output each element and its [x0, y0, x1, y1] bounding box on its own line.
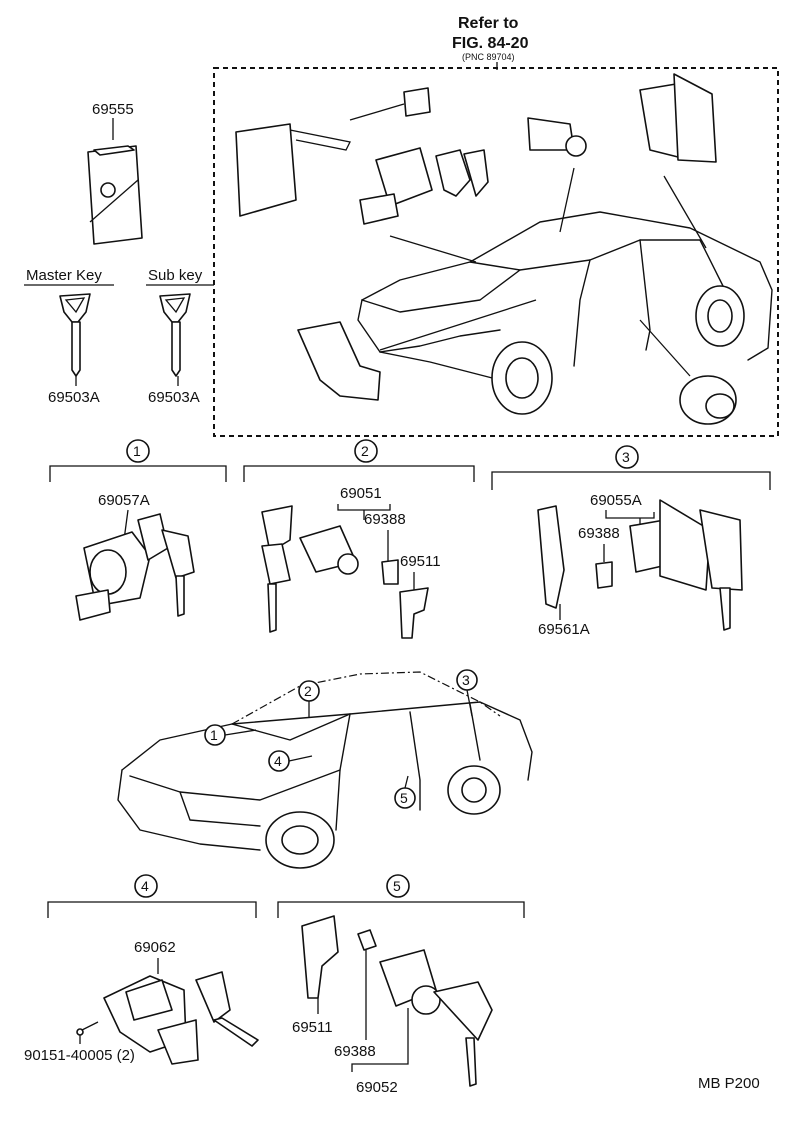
group-2-number: 2	[361, 443, 369, 459]
label-90151-40005: 90151-40005 (2)	[24, 1047, 135, 1064]
group-5-number: 5	[393, 878, 401, 894]
car-callout-5: 5	[400, 790, 408, 806]
screw-90151-40005	[76, 1021, 99, 1044]
master-key-part-number: 69503A	[48, 389, 100, 406]
label-69055A: 69055A	[590, 492, 642, 509]
group-1-number: 1	[133, 443, 141, 459]
reference-lock-parts	[235, 73, 737, 425]
group-2-bracket	[243, 465, 475, 482]
label-69511-group2: 69511	[400, 553, 441, 570]
sub-key-icon	[159, 293, 191, 377]
master-key-icon	[59, 293, 91, 377]
label-69388-group3: 69388	[578, 525, 620, 542]
group-3-circle	[615, 445, 639, 469]
glove-box-lock-69062	[103, 971, 259, 1065]
group-4-circle	[134, 874, 158, 898]
door-lock-cylinder-69052	[301, 915, 493, 1087]
label-69052: 69052	[356, 1079, 398, 1096]
group-5-circle	[386, 874, 410, 898]
car-callout-3: 3	[462, 672, 470, 688]
sub-key-label: Sub key	[148, 267, 203, 284]
reference-car-drawing	[357, 211, 773, 415]
label-69561A: 69561A	[538, 621, 590, 638]
group-1-circle	[126, 439, 150, 463]
refer-to-pnc: (PNC 89704)	[462, 52, 515, 62]
label-69555: 69555	[92, 101, 134, 118]
refer-to-line1: Refer to	[458, 15, 519, 32]
trunk-lock-cylinder-69055A	[537, 499, 743, 631]
group-4-bracket	[47, 901, 257, 918]
car-callout-1: 1	[210, 727, 218, 743]
label-69057A: 69057A	[98, 492, 150, 509]
group-2-circle	[354, 439, 378, 463]
group-3-number: 3	[622, 449, 630, 465]
label-69062: 69062	[134, 939, 176, 956]
ignition-switch-assembly-69057A	[75, 513, 195, 621]
car-callout-4: 4	[274, 753, 282, 769]
location-car-drawing	[117, 671, 533, 869]
sub-key-part-number: 69503A	[148, 389, 200, 406]
refer-to-figure: FIG. 84-20	[452, 35, 529, 52]
reference-dashed-box	[213, 67, 779, 437]
label-69051: 69051	[340, 485, 382, 502]
master-key-label: Master Key	[26, 267, 102, 284]
group-4-number: 4	[141, 878, 149, 894]
key-plate-69555	[87, 145, 143, 245]
group-1-bracket	[49, 465, 227, 482]
car-callout-2: 2	[304, 683, 312, 699]
diagram-code: MB P200	[698, 1075, 760, 1092]
group-3-bracket	[491, 471, 771, 490]
label-69388-group2: 69388	[364, 511, 406, 528]
label-69511-group5: 69511	[292, 1019, 333, 1036]
door-lock-cylinder-69051	[261, 505, 429, 639]
label-69388-group5: 69388	[334, 1043, 376, 1060]
group-5-bracket	[277, 901, 525, 918]
